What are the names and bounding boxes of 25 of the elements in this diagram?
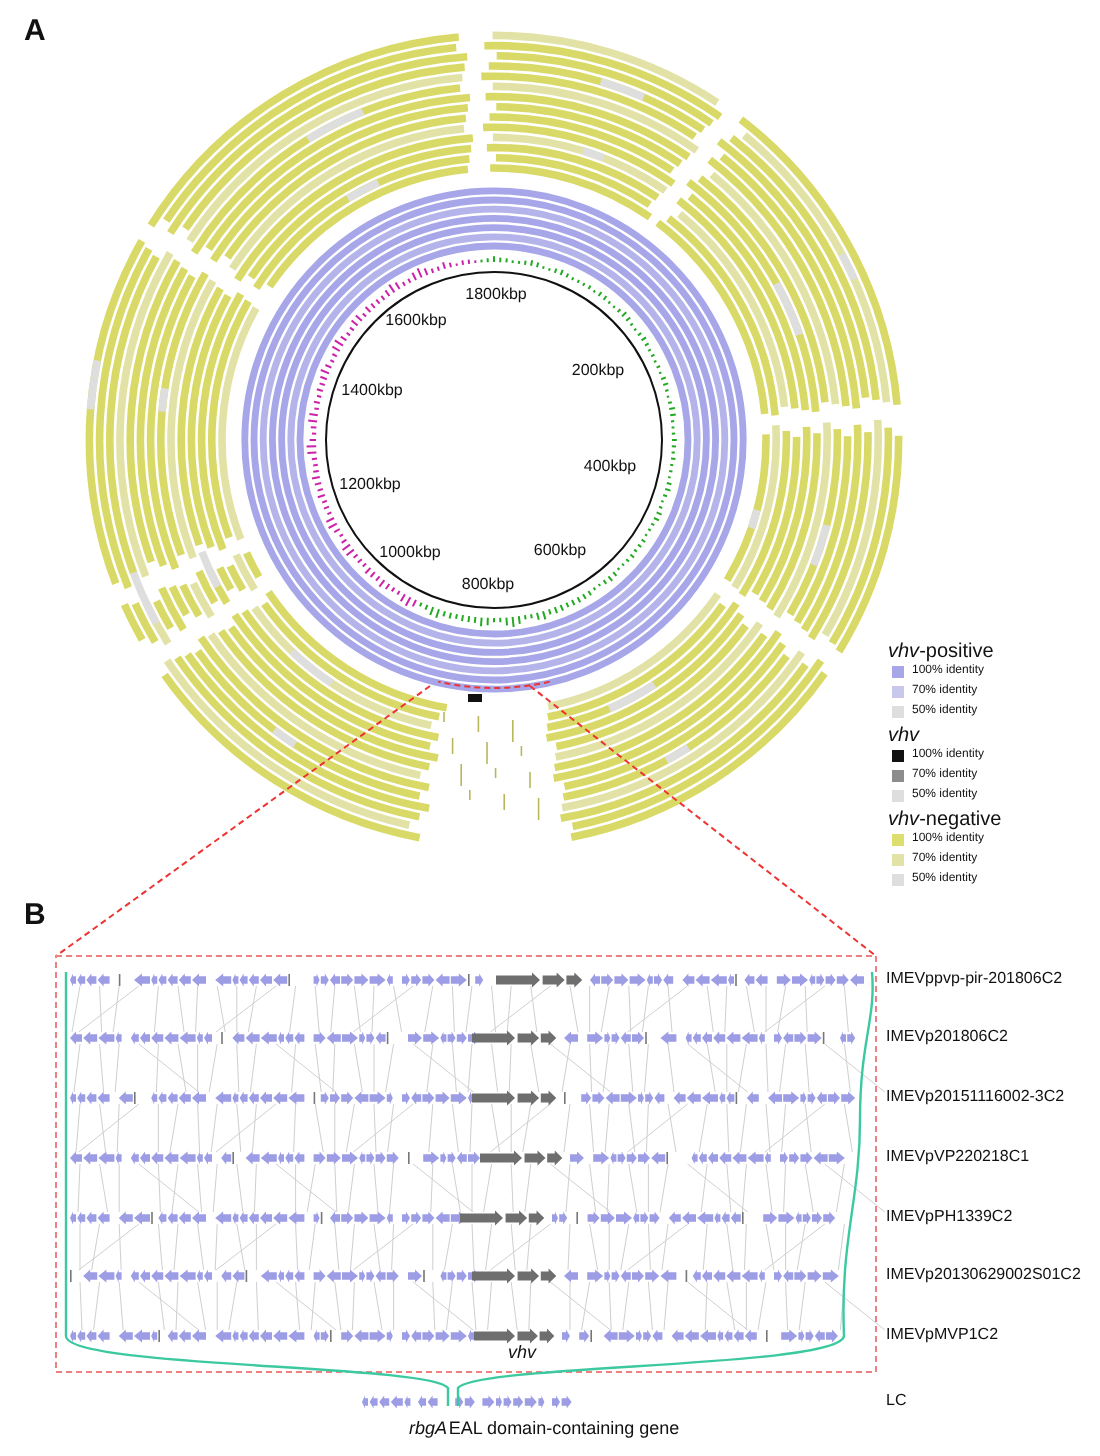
position-label: 1400kbp: [341, 383, 403, 401]
genome-label: IMEVpPH1339C2: [886, 1209, 1013, 1227]
position-label: 1800kbp: [465, 287, 527, 305]
gene-label: rbgA: [409, 1420, 447, 1440]
genome-label: IMEVpMVP1C2: [886, 1327, 999, 1345]
panel-label: A: [24, 15, 46, 49]
legend-heading: vhv-positive: [888, 641, 994, 663]
gene-label: vhv: [508, 1344, 536, 1364]
position-label: 1000kbp: [379, 545, 441, 563]
position-label: 1600kbp: [385, 313, 447, 331]
position-label: 600kbp: [533, 543, 587, 561]
gene-label: EAL domain-containing gene: [448, 1420, 680, 1440]
genome-label: IMEVpVP220218C1: [886, 1149, 1030, 1167]
genome-label: IMEVp20151116002-3C2: [886, 1089, 1065, 1107]
position-label: 200kbp: [571, 363, 625, 381]
legend-heading: vhv: [888, 725, 920, 747]
genome-label: IMEVppvp-pir-201806C2: [886, 971, 1063, 989]
genome-label: IMEVp201806C2: [886, 1029, 1008, 1047]
position-label: 1200kbp: [339, 477, 401, 495]
genome-label: LC: [886, 1393, 907, 1411]
panel-label: B: [24, 899, 46, 933]
genome-label: IMEVp20130629002S01C2: [886, 1267, 1081, 1285]
position-label: 400kbp: [583, 459, 637, 477]
legend-heading: vhv-negative: [888, 809, 1002, 831]
position-label: 800kbp: [461, 577, 515, 595]
